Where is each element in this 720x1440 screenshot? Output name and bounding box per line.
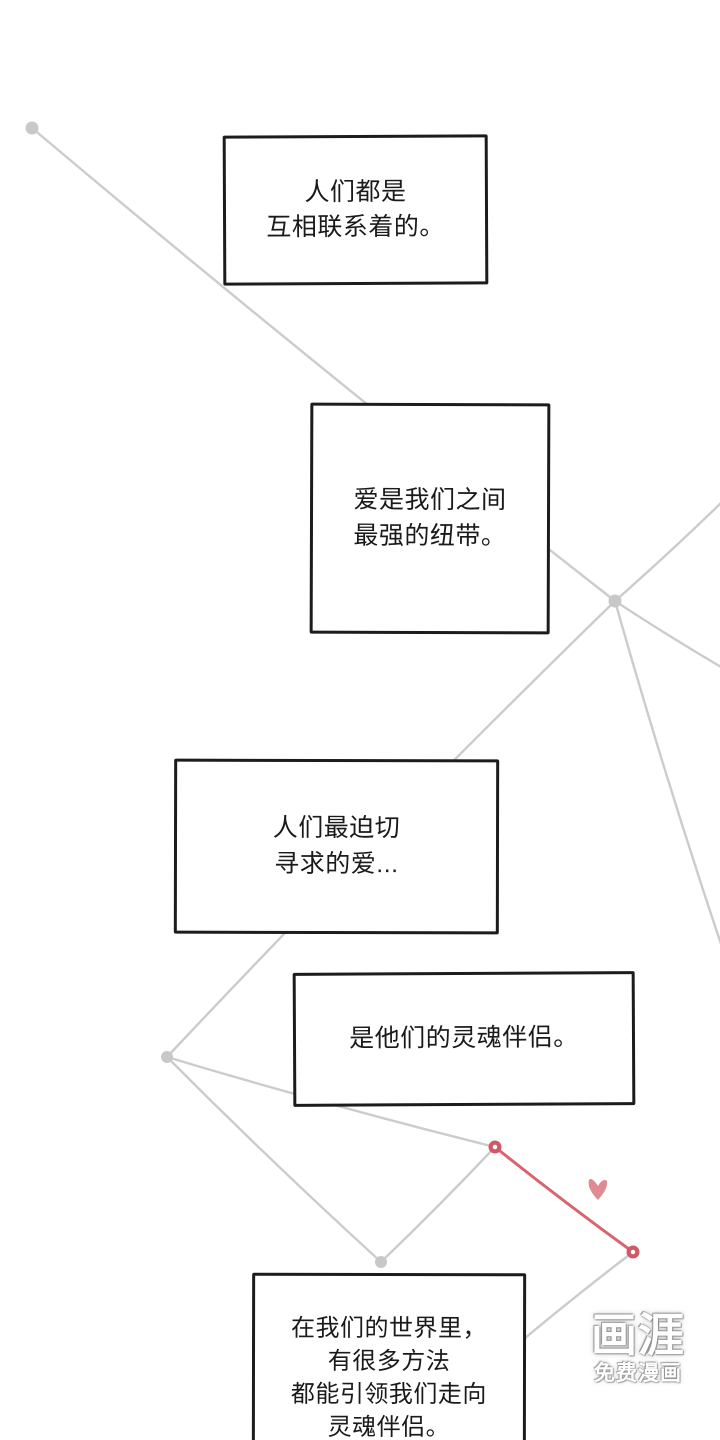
edge-bottom-v-to-red-upper xyxy=(379,1145,497,1264)
speech-panel-1-text: 人们都是 互相联系着的。 xyxy=(266,177,445,242)
speech-panel-5: 在我们的世界里， 有很多方法 都能引领我们走向 灵魂伴侣。 xyxy=(251,1272,527,1440)
edge-hub-to-lower-right xyxy=(613,599,720,945)
heart-marker-icon xyxy=(588,1178,608,1200)
edge-red-lower-to-bottom-box xyxy=(510,1250,635,1351)
node-bottom-v xyxy=(375,1256,387,1268)
node-red-upper xyxy=(488,1140,502,1154)
node-hub-right xyxy=(608,594,622,608)
node-red-lower-center xyxy=(630,1249,636,1255)
edge-red-upper-to-red-lower xyxy=(493,1145,635,1254)
site-watermark: 画涯 免费漫画 xyxy=(563,1312,713,1384)
node-red-lower xyxy=(626,1245,640,1259)
watermark-logo-text: 画涯 xyxy=(591,1309,685,1361)
speech-panel-1: 人们都是 互相联系着的。 xyxy=(222,134,489,286)
speech-panel-3-text: 人们最迫切 寻求的爱... xyxy=(272,813,401,878)
node-top-left xyxy=(25,121,39,135)
speech-panel-2-text: 爱是我们之间 最强的纽带。 xyxy=(353,485,507,550)
edge-hub-to-right xyxy=(613,599,720,668)
edge-hub-to-upper-right xyxy=(613,502,720,603)
speech-panel-4-text: 是他们的灵魂伴侣。 xyxy=(349,1023,579,1053)
speech-panel-2: 爱是我们之间 最强的纽带。 xyxy=(309,402,551,635)
speech-panel-4: 是他们的灵魂伴侣。 xyxy=(292,971,636,1107)
speech-panel-5-text: 在我们的世界里， 有很多方法 都能引领我们走向 灵魂伴侣。 xyxy=(290,1314,488,1440)
node-left-mid xyxy=(161,1051,173,1063)
node-red-upper-center xyxy=(492,1144,498,1150)
speech-panel-3: 人们最迫切 寻求的爱... xyxy=(173,758,500,935)
watermark-tagline: 免费漫画 xyxy=(594,1362,682,1385)
